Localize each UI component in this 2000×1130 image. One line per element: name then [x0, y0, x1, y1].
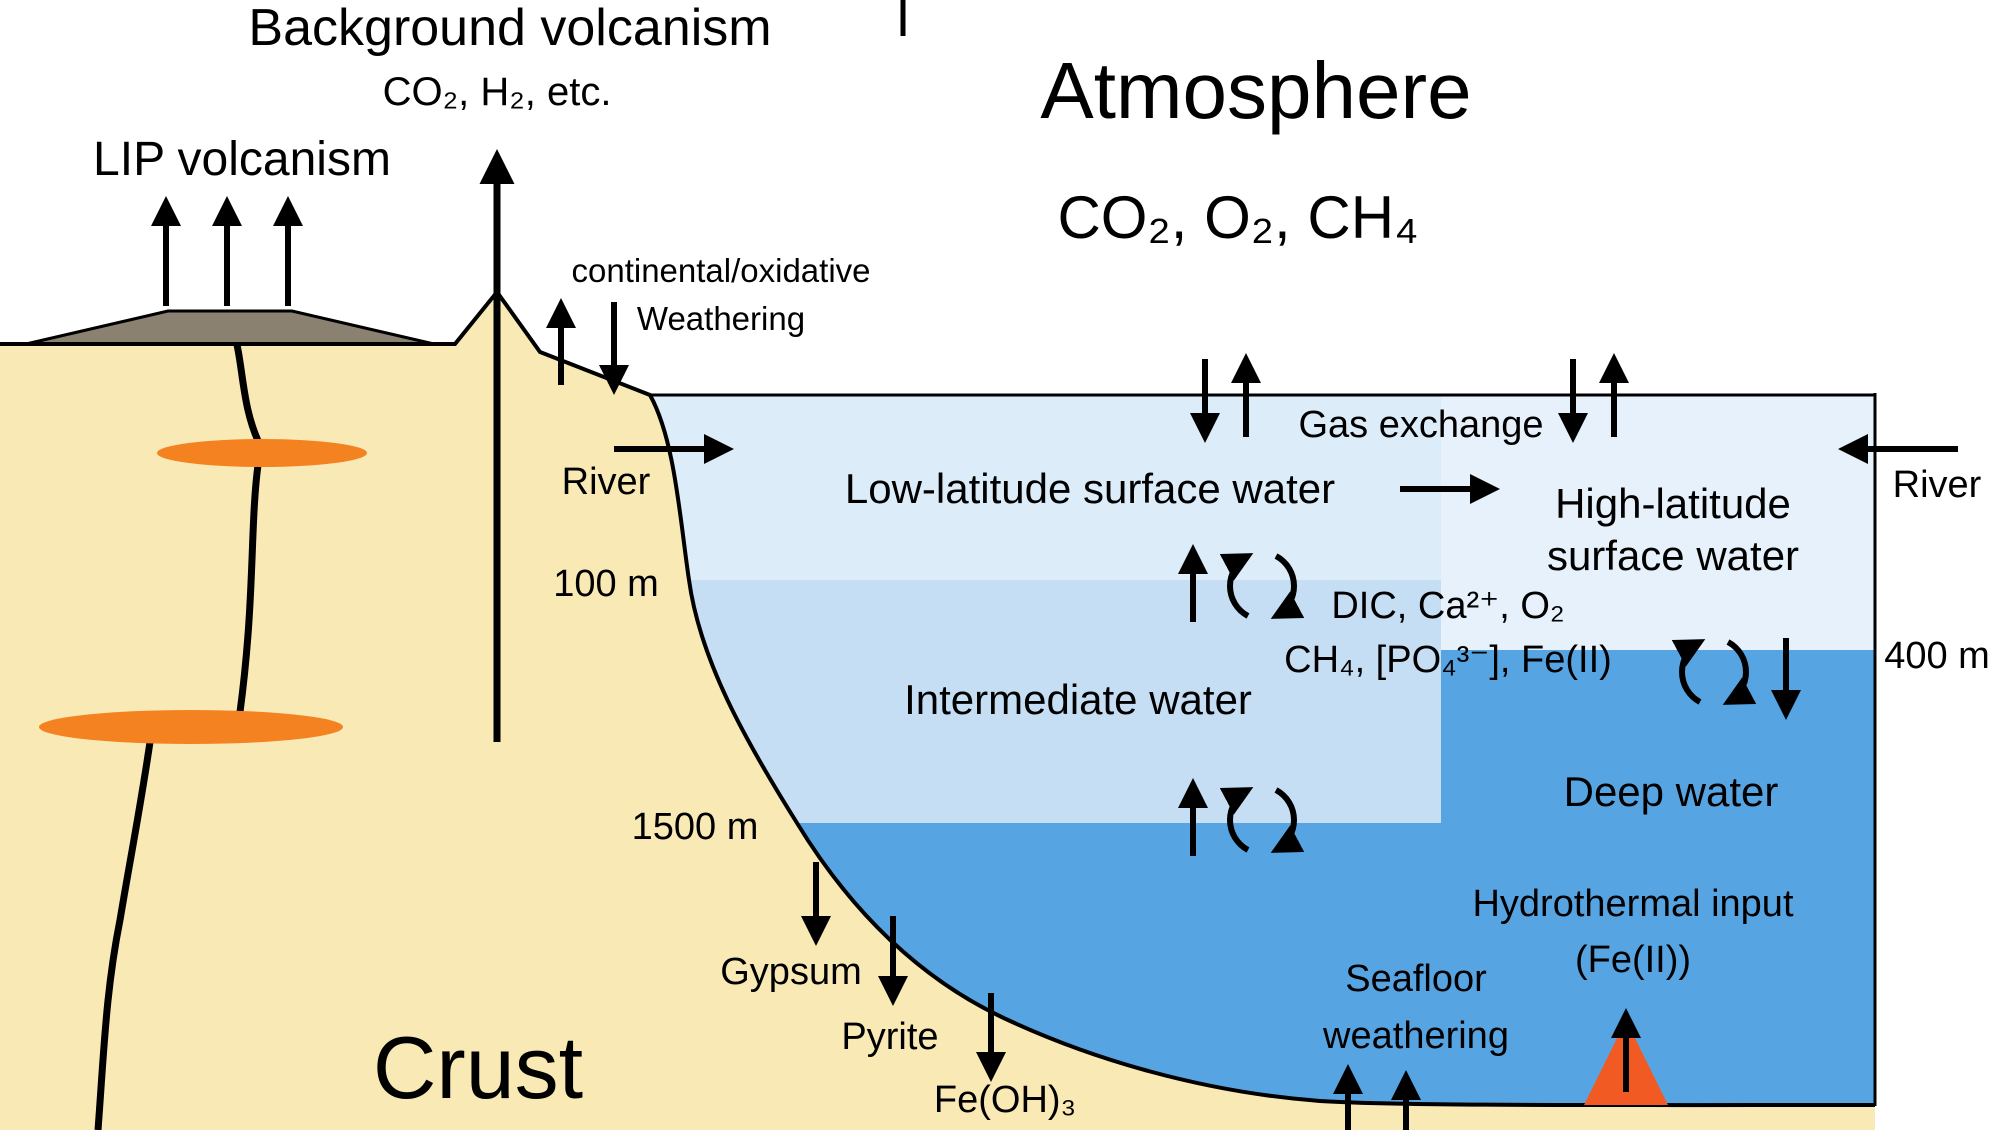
deep-water-label: Deep water [1564, 768, 1779, 815]
river-left-label: River [562, 461, 651, 503]
gas-exchange-label: Gas exchange [1298, 404, 1543, 446]
mixing-cycle-left-a [1219, 553, 1254, 619]
mixing-cycle-right-a [1270, 553, 1305, 619]
depth-400m-label: 400 m [1884, 635, 1990, 677]
magma-conduit-middle [236, 464, 262, 713]
weathering-label-line2: Weathering [637, 300, 805, 337]
high-latitude-label-line1: High-latitude [1555, 480, 1791, 527]
intermediate-water-label: Intermediate water [904, 676, 1252, 723]
weathering-label-line1: continental/oxidative [571, 252, 870, 289]
hydrothermal-label-line1: Hydrothermal input [1472, 883, 1793, 925]
crust-label: Crust [373, 1018, 583, 1117]
feoh3-label: Fe(OH)₃ [934, 1079, 1076, 1121]
depth-100m-label: 100 m [553, 563, 659, 605]
magma-sill-upper [157, 439, 367, 467]
low-latitude-label: Low-latitude surface water [845, 465, 1335, 512]
low-latitude-surface-region [650, 395, 1441, 580]
lip-volcanism-label: LIP volcanism [93, 133, 391, 186]
magma-sill-lower [39, 710, 343, 744]
pyrite-label: Pyrite [841, 1016, 938, 1058]
crust-outline [0, 288, 1876, 1108]
hydrothermal-label-line2: (Fe(II)) [1575, 939, 1691, 981]
depth-1500m-label: 1500 m [632, 806, 759, 848]
mixing-cycle-left-b [1219, 787, 1254, 853]
seafloor-weathering-label-line2: weathering [1322, 1015, 1509, 1057]
high-latitude-surface-region [1441, 395, 1875, 650]
mixing-cycle-left-c [1671, 639, 1706, 705]
seafloor-weathering-label-line1: Seafloor [1345, 958, 1487, 1000]
chemistry-label-line1: DIC, Ca²⁺, O₂ [1331, 585, 1564, 627]
gypsum-label: Gypsum [720, 951, 861, 993]
lip-volcano [25, 309, 435, 346]
intermediate-water-region [650, 580, 1441, 823]
river-right-label: River [1893, 464, 1982, 506]
background-volcanism-label: Background volcanism [248, 0, 771, 57]
high-latitude-label-line2: surface water [1547, 532, 1799, 579]
mixing-cycle-right-b [1270, 787, 1305, 853]
atmosphere-title: Atmosphere [1040, 46, 1471, 135]
crust-region [0, 292, 1875, 1130]
chemistry-label-line2: CH₄, [PO₄³⁻], Fe(II) [1284, 639, 1612, 681]
magma-conduit-lower [94, 741, 154, 1130]
background-volcanism-gases: CO₂, H₂, etc. [383, 70, 612, 114]
mixing-cycle-right-c [1722, 639, 1757, 705]
atmosphere-gases: CO₂, O₂, CH₄ [1057, 184, 1418, 251]
